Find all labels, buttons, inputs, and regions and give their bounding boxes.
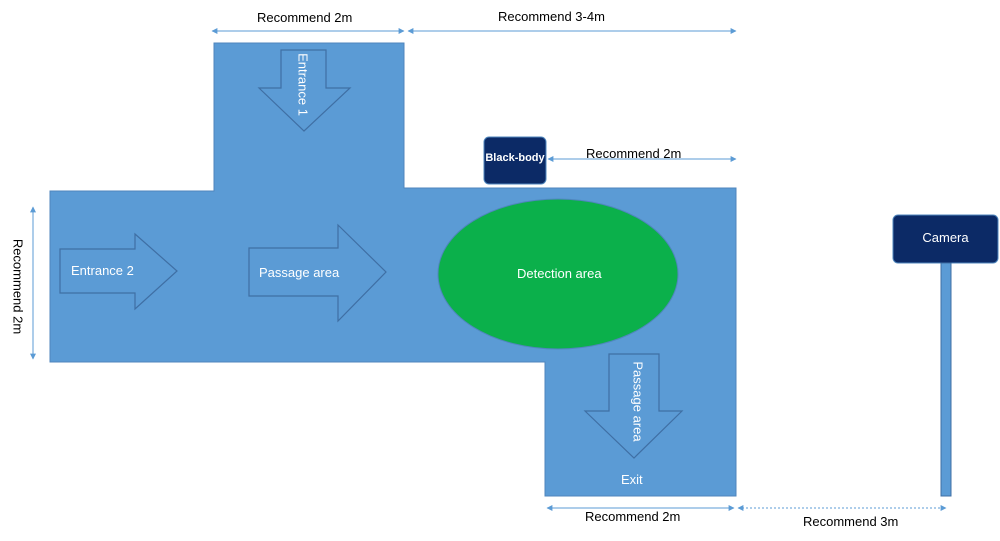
dim-label-camera-distance: Recommend 3m bbox=[803, 514, 899, 529]
camera-label: Camera bbox=[922, 230, 969, 245]
exit-label: Exit bbox=[621, 472, 643, 487]
entrance2-label: Entrance 2 bbox=[71, 263, 134, 278]
entrance2-arrow bbox=[59, 232, 178, 311]
dim-label-exit-width: Recommend 2m bbox=[585, 509, 681, 524]
exit-passage-arrow bbox=[583, 353, 684, 459]
blackbody-label: Black-body bbox=[485, 152, 545, 164]
dim-label-top-span: Recommend 3-4m bbox=[498, 9, 605, 24]
floor-area bbox=[49, 42, 737, 497]
entrance1-label: Entrance 1 bbox=[295, 53, 311, 116]
entrance1-arrow bbox=[257, 49, 352, 132]
passage-arrow bbox=[248, 223, 387, 323]
dim-label-blackbody: Recommend 2m bbox=[586, 146, 682, 161]
camera-pole bbox=[940, 262, 952, 497]
dim-label-left-height: Recommend 2m bbox=[10, 238, 26, 335]
detection-area bbox=[437, 198, 679, 350]
passage-area-label: Passage area bbox=[259, 265, 340, 280]
blackbody-box bbox=[483, 136, 547, 185]
detection-area-label: Detection area bbox=[517, 266, 602, 281]
exit-passage-area-label: Passage area bbox=[630, 361, 646, 442]
dim-label-top-entrance: Recommend 2m bbox=[257, 10, 353, 25]
